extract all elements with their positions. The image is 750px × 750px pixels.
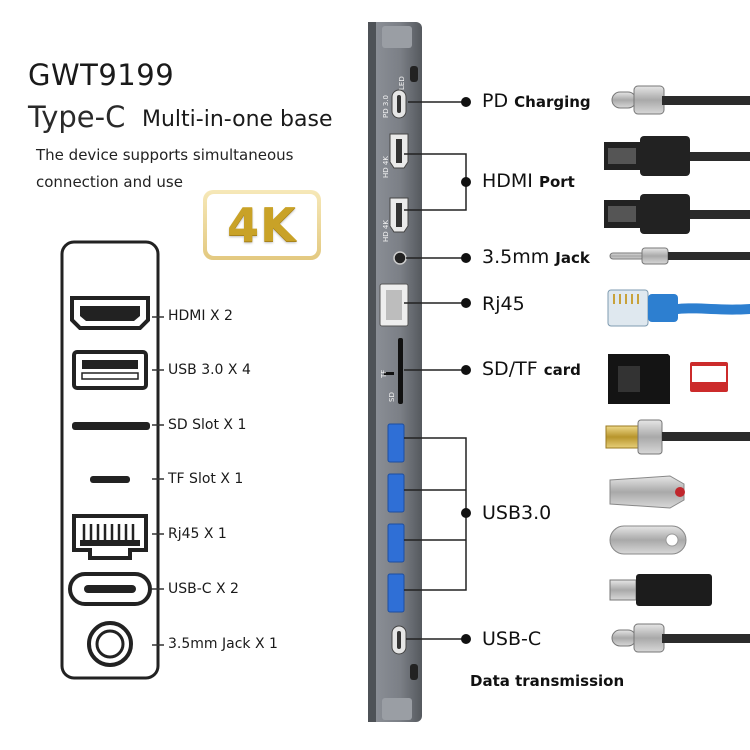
summary-sd-label: SD Slot X 1 — [168, 417, 247, 433]
summary-usbc-label: USB-C X 2 — [168, 581, 239, 597]
summary-hdmi-label: HDMI X 2 — [168, 308, 233, 324]
4k-badge-text: 4K — [227, 198, 297, 252]
usb-c-pd-cable-icon — [611, 85, 750, 115]
usb-c-data-cable-icon — [611, 623, 750, 653]
type-c-title: Type-C — [28, 100, 126, 134]
usb-a-icon — [72, 350, 148, 390]
hdmi-icon — [70, 296, 150, 330]
sd-slot-icon — [72, 422, 150, 430]
tf-slot-icon — [90, 476, 130, 483]
callout-usb3: USB3.0 — [482, 502, 552, 524]
pd-port-label: PD 3.0 — [382, 95, 390, 118]
hub-port-labels: PD 3.0 LED HD 4K HD 4K TF SD — [380, 76, 406, 402]
usb-flash-drive-3-icon — [609, 574, 712, 606]
sd-card-icon — [608, 354, 728, 404]
usb-c-icon — [68, 572, 152, 606]
callout-jack: 3.5mm Jack — [482, 246, 590, 268]
hub-device — [368, 22, 422, 722]
product-subtitle: Multi-in-one base — [142, 107, 333, 132]
usb-flash-drive-2-icon — [609, 525, 687, 555]
rj45-icon — [72, 514, 148, 560]
usb-a-cable-icon — [605, 419, 750, 455]
callout-sdtf: SD/TF card — [482, 358, 581, 380]
sd-slot-label: SD — [388, 392, 396, 402]
tf-slot-label: TF — [380, 370, 388, 379]
summary-rj45-label: Rj45 X 1 — [168, 526, 227, 542]
hdmi-cable-1-icon — [604, 136, 750, 176]
led-label: LED — [398, 76, 406, 90]
audio-cable-icon — [609, 247, 750, 265]
callout-usbc: USB-C — [482, 628, 542, 650]
callout-rj45: Rj45 — [482, 293, 525, 315]
4k-badge: 4K — [203, 190, 321, 260]
summary-usb-label: USB 3.0 X 4 — [168, 362, 251, 378]
data-transmission-note: Data transmission — [470, 672, 625, 690]
hdmi-port-1-label: HD 4K — [382, 156, 390, 178]
summary-jack-label: 3.5mm Jack X 1 — [168, 636, 278, 652]
model-name: GWT9199 — [28, 58, 175, 92]
hdmi-port-2-label: HD 4K — [382, 220, 390, 242]
summary-tf-label: TF Slot X 1 — [168, 471, 244, 487]
callout-pd: PD Charging — [482, 90, 591, 112]
audio-jack-icon — [87, 621, 133, 667]
port-summary-panel — [60, 240, 160, 680]
description-line-2: connection and use — [36, 173, 183, 191]
cable-illustrations — [604, 85, 750, 606]
summary-connectors — [152, 316, 164, 646]
description-line-1: The device supports simultaneous — [36, 146, 294, 164]
usb-flash-drive-1-icon — [609, 475, 685, 509]
rj45-cable-icon — [607, 289, 750, 327]
hdmi-cable-2-icon — [604, 194, 750, 234]
callout-lines — [404, 97, 471, 644]
callout-hdmi: HDMI Port — [482, 170, 575, 192]
